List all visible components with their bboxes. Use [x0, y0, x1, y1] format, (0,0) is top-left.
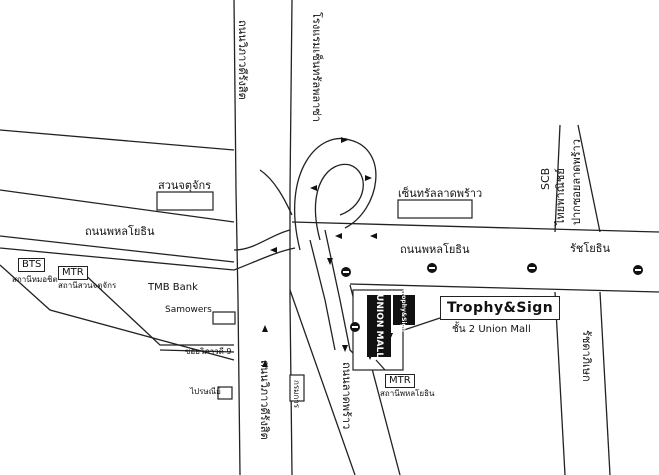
bts-station-name: สถานีหมอชิต — [12, 275, 58, 284]
landmark-chom-phon: ปากซอยลาดพร้าว — [570, 139, 583, 225]
arrow-up-2 — [262, 360, 268, 367]
road-label-ratchadaphisek: รัชดาภิเษก — [580, 330, 593, 382]
building-central-ladprao — [397, 199, 473, 219]
brand-floor-note: ชั้น 2 Union Mall — [452, 324, 531, 335]
road-ratchada-left — [554, 291, 566, 475]
road-inner-lane — [0, 247, 235, 271]
road-soi — [159, 349, 235, 353]
road-phahon-right-top — [291, 221, 659, 233]
union-mall-label: UNION MALL — [374, 294, 384, 358]
arrow-up — [262, 325, 268, 332]
arrow-right — [365, 175, 372, 181]
road-label-latphrao: ถนนลาดพร้าว — [340, 362, 353, 430]
building-chatuchak-park — [156, 191, 214, 211]
road-label-phahon-left: ถนนพหลโยธิน — [85, 225, 155, 238]
bts-badge: BTS — [18, 258, 46, 272]
mrt-left-station-name: สถานีสวนจตุจักร — [58, 281, 117, 290]
road-label-phahon-right: ถนนพหลโยธิน — [400, 243, 470, 256]
arrow-right-3 — [370, 233, 377, 239]
road-ratchada-top-right — [577, 124, 601, 233]
mrt-pointer — [375, 359, 386, 371]
landmark-chatuchak-park: สวนจตุจักร — [158, 179, 212, 192]
union-mall-building: UNION MALL — [367, 294, 391, 358]
road-upper-diagonal — [0, 129, 235, 151]
landmark-scb-thai: ไทยพาณิชย์ — [554, 168, 567, 225]
building-samsen — [212, 311, 236, 325]
road-phahon-bottom-edge — [0, 235, 235, 263]
landmark-soi9: ซอยวิภาวดี 9 — [185, 347, 232, 356]
landmark-samsen: Samowers — [165, 305, 212, 315]
landmark-post: ไปรษณีย์ — [190, 387, 221, 396]
road-label-vibhavadi-bottom: ถนนวิภาวดีรังสิต — [258, 360, 271, 440]
flyover-loop-inner — [314, 163, 364, 241]
flyover-loop-outer — [294, 137, 377, 251]
curve-ne — [259, 169, 293, 216]
arrow-left-2 — [270, 247, 277, 253]
road-label-vibhavadi-top: ถนนวิภาวดีรังสิต — [236, 20, 249, 100]
road-vibhavadi-left-edge — [233, 0, 241, 475]
arrow-left — [310, 185, 317, 191]
landmark-sign-right: กรมการ — [292, 380, 301, 409]
road-ratchada-top-left — [554, 124, 561, 233]
arrow-loop — [341, 137, 348, 143]
mrt-badge-bottom: MTR — [385, 374, 415, 388]
flyover-ramp-b — [309, 239, 336, 351]
mrt-bottom-station-name: สถานีพหลโยธิน — [380, 389, 435, 398]
road-side-lower — [79, 269, 234, 346]
mrt-badge-left: MTR — [58, 266, 88, 280]
curve-nw — [233, 229, 291, 251]
road-side-lower-2 — [0, 264, 235, 361]
road-ratchada-right — [599, 291, 611, 475]
road-latphrao-left — [289, 289, 356, 475]
arrow-down-2 — [342, 345, 348, 352]
arrow-down — [327, 258, 333, 265]
building-soi9 — [217, 386, 233, 400]
curve-sw — [233, 247, 296, 271]
building-post — [289, 374, 305, 402]
landmark-scb: SCB — [539, 167, 552, 190]
road-label-ratchayothin: รัชโยธิน — [570, 242, 610, 255]
landmark-tmb: TMB Bank — [148, 282, 198, 293]
arrow-right-2 — [335, 233, 342, 239]
landmark-hotel: โรงแรมเซ็นทรัลพลาซ่า — [310, 12, 323, 122]
landmark-central-ladprao: เซ็นทรัลลาดพร้าว — [398, 187, 483, 200]
union-mall-small-sign: Trophy&Sign — [393, 288, 415, 332]
road-phahon-right-bottom — [349, 283, 659, 293]
brand-logo: Trophy&Sign — [440, 296, 561, 320]
brand-pointer — [403, 317, 441, 331]
road-phahon-top-edge — [0, 189, 235, 223]
